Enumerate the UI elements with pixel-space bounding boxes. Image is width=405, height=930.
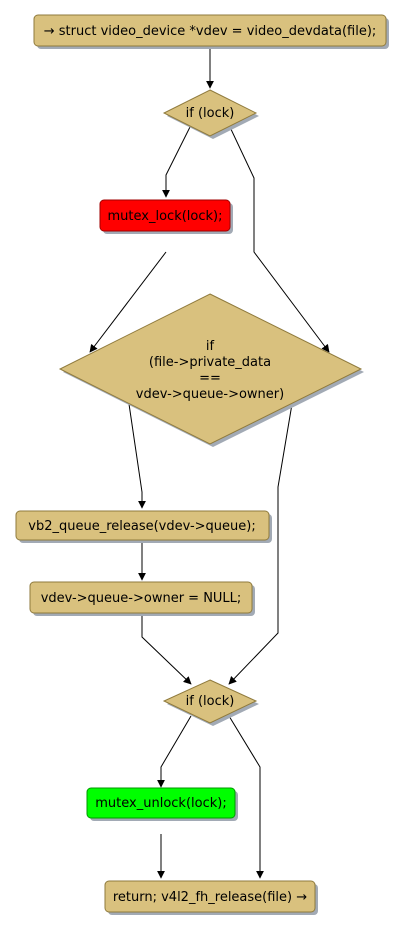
edge-if-owner-to-queue-release: [128, 403, 146, 509]
edge-if-lock-to-mutex-lock: [162, 124, 192, 198]
node-return-label: return; v4l2_fh_release(file) →: [113, 890, 307, 905]
edge-mutex-lock-to-if-owner: [89, 251, 167, 353]
node-mutex-unlock: mutex_unlock(lock);: [86, 787, 236, 819]
edge-if-lock-2-to-mutex-unlock: [157, 715, 192, 788]
edge-if-lock-2-to-return: [228, 715, 264, 879]
node-start-label: → struct video_device *vdev = video_devd…: [44, 24, 377, 39]
node-if-lock-1: if (lock): [162, 89, 258, 137]
node-shadows: [19, 18, 389, 915]
node-start: → struct video_device *vdev = video_devd…: [33, 14, 387, 47]
node-mutex-lock: mutex_lock(lock);: [99, 199, 231, 232]
node-if-owner-line-4: vdev->queue->owner): [136, 387, 284, 402]
node-owner-null-label: vdev->queue->owner = NULL;: [41, 591, 242, 606]
node-return: return; v4l2_fh_release(file) →: [104, 880, 316, 913]
edge-owner-null-to-if-lock-2: [141, 612, 192, 685]
node-if-lock-1-label: if (lock): [186, 106, 235, 121]
node-if-owner-line-1: if: [206, 339, 215, 354]
edges: [89, 46, 330, 879]
node-queue-release: vb2_queue_release(vdev->queue);: [15, 510, 270, 541]
node-if-owner: if (file->private_data == vdev->queue->o…: [58, 293, 363, 445]
node-if-lock-2: if (lock): [162, 679, 258, 724]
node-if-lock-2-label: if (lock): [186, 694, 235, 709]
node-queue-release-label: vb2_queue_release(vdev->queue);: [28, 519, 255, 534]
node-mutex-lock-label: mutex_lock(lock);: [108, 209, 223, 224]
edge-if-owner-to-if-lock-2: [228, 403, 293, 685]
node-owner-null: vdev->queue->owner = NULL;: [29, 581, 253, 614]
node-if-owner-line-2: (file->private_data: [149, 355, 271, 370]
node-if-owner-line-3: ==: [199, 371, 221, 386]
node-mutex-unlock-label: mutex_unlock(lock);: [95, 796, 226, 811]
edge-if-lock-to-if-owner: [228, 124, 330, 353]
